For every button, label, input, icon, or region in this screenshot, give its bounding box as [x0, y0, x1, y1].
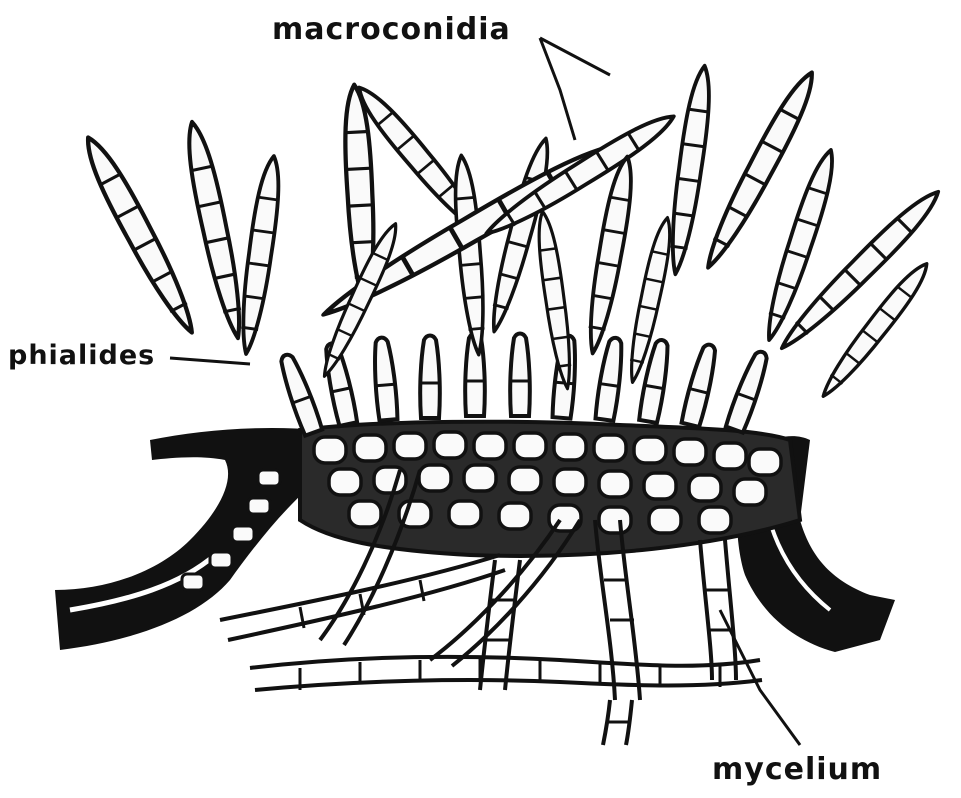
label-mycelium: mycelium: [712, 752, 882, 787]
hyphae-septa: [300, 580, 734, 722]
label-phialides: phialides: [8, 340, 155, 371]
dark-mycelium-left: [55, 428, 330, 650]
label-macroconidia: macroconidia: [272, 12, 511, 47]
